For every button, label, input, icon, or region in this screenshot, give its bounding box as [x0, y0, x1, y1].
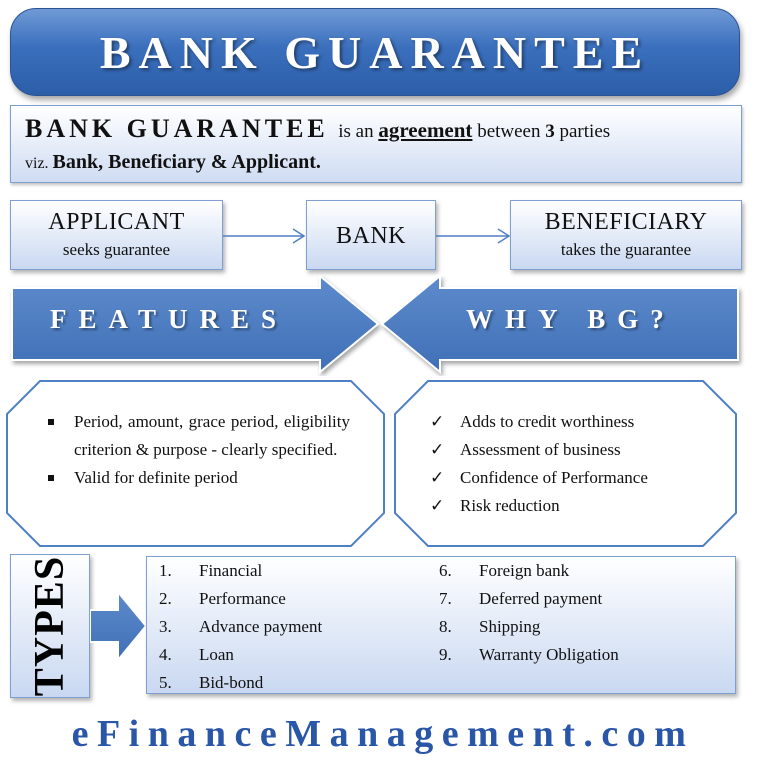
list-item: 5.Bid-bond [159, 673, 264, 692]
beneficiary-subtitle: takes the guarantee [560, 240, 692, 259]
definition-keyword: agreement [378, 118, 473, 142]
checkmark-icon: ✓ [430, 468, 445, 487]
why-arrow-shape [380, 276, 739, 375]
why-bg-list: ✓Adds to credit worthiness ✓Assessment o… [428, 408, 728, 520]
checkmark-icon: ✓ [430, 440, 445, 459]
bullet-square-icon [48, 419, 54, 425]
list-item: 9.Warranty Obligation [439, 645, 619, 664]
definition-number: 3 [545, 121, 555, 142]
checkmark-icon: ✓ [430, 412, 445, 431]
types-arrow [90, 590, 148, 662]
list-item: ✓Adds to credit worthiness [428, 408, 728, 436]
list-item: ✓Assessment of business [428, 436, 728, 464]
list-item: ✓Confidence of Performance [428, 464, 728, 492]
definition-text-1: is an [338, 121, 374, 142]
list-item: 6.Foreign bank [439, 561, 570, 580]
types-heading: TYPES [27, 555, 73, 697]
list-item: 3.Advance payment [159, 617, 323, 636]
section-arrows [11, 276, 739, 375]
beneficiary-title: BENEFICIARY [544, 209, 708, 235]
beneficiary-box: BENEFICIARY takes the guarantee [510, 200, 742, 270]
applicant-subtitle: seeks guarantee [62, 240, 171, 259]
list-item: 8.Shipping [439, 617, 541, 636]
list-item: ✓Risk reduction [428, 492, 728, 520]
types-list-box: 1.Financial 2.Performance 3.Advance paym… [146, 556, 736, 694]
list-item: 2.Performance [159, 589, 286, 608]
definition-viz: viz. [25, 155, 49, 172]
list-item: 4.Loan [159, 645, 234, 664]
checkmark-icon: ✓ [430, 496, 445, 515]
why-bg-panel [394, 380, 737, 547]
list-item: Period, amount, grace period, eligibilit… [44, 408, 350, 464]
flow-arrow-applicant-bank [223, 228, 306, 244]
bullet-square-icon [48, 475, 54, 481]
definition-text-3: parties [559, 121, 611, 142]
title-banner: BANK GUARANTEE [10, 8, 740, 96]
definition-lead: BANK GUARANTEE [25, 114, 329, 143]
list-item: Valid for definite period [44, 464, 350, 492]
applicant-title: APPLICANT [48, 209, 185, 235]
footer-site-name: eFinanceManagement.com [71, 713, 695, 755]
list-item: 7.Deferred payment [439, 589, 603, 608]
definition-parties: Bank, Beneficiary & Applicant. [52, 151, 321, 173]
definition-line-2: viz. Bank, Beneficiary & Applicant. [25, 147, 731, 179]
why-bg-heading: WHY BG? [466, 304, 676, 334]
features-panel [6, 380, 385, 547]
features-arrow-shape [11, 276, 380, 375]
flow-arrow-bank-beneficiary [436, 228, 511, 244]
definition-line-1: BANK GUARANTEE is an agreement between 3… [25, 114, 731, 147]
page-title: BANK GUARANTEE [99, 26, 651, 78]
features-list: Period, amount, grace period, eligibilit… [44, 408, 350, 492]
list-item: 1.Financial [159, 561, 263, 580]
types-box: TYPES [10, 554, 90, 698]
definition-text-2: between [477, 121, 541, 142]
bank-box: BANK [306, 200, 436, 270]
features-heading: FEATURES [50, 304, 289, 334]
applicant-box: APPLICANT seeks guarantee [10, 200, 223, 270]
definition-box: BANK GUARANTEE is an agreement between 3… [10, 105, 742, 183]
bank-title: BANK [335, 223, 406, 249]
